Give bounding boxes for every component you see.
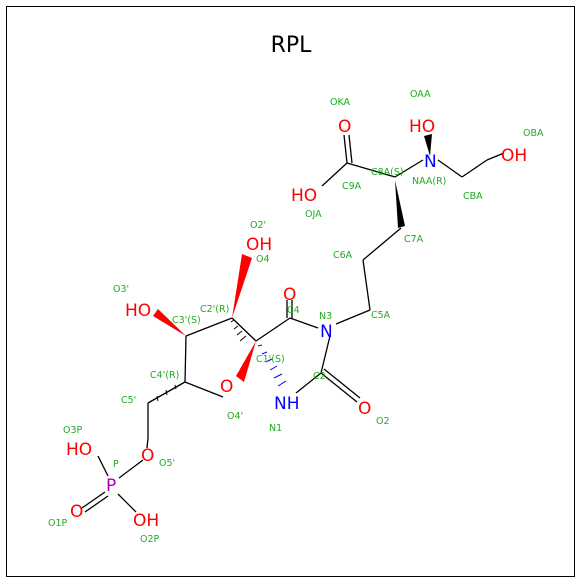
bond-c2-n1 — [295, 372, 322, 394]
bond-c6a-c5a — [362, 259, 371, 311]
atom-o-c4: O — [283, 285, 296, 305]
bond-c1-c2p — [231, 317, 257, 342]
atom-nh-n1: NH — [274, 394, 300, 414]
atom-ho-top: HO — [409, 117, 435, 137]
bond-c9a-oja — [321, 162, 348, 187]
label-o3p-ring: O3' — [113, 284, 129, 295]
wedge-naa-ho — [424, 134, 432, 156]
bond-c2-o2-2 — [323, 368, 361, 399]
atom-oh-o2p: OH — [246, 235, 272, 255]
bond-c8a-c9a — [346, 162, 396, 178]
bond-n3-c2 — [320, 335, 331, 374]
label-c9a: C9A — [342, 181, 362, 192]
atom-n-naa: N — [424, 152, 437, 172]
atom-ho-o3p-ring: HO — [125, 301, 151, 321]
atom-annotations: OKA OAA OBA C8A(S) NAA(R) C9A CBA OJA O2… — [48, 89, 544, 545]
label-o3p: O3P — [63, 425, 83, 436]
label-o4: O4 — [256, 254, 270, 265]
bond-c4p-o4p — [184, 381, 224, 398]
label-c5a: C5A — [371, 310, 391, 321]
atom-ho-o3p: HO — [66, 440, 92, 460]
wedge-c2p-o2p — [232, 254, 252, 318]
atom-o-o5p: O — [141, 446, 154, 466]
label-oja: OJA — [305, 209, 322, 220]
label-oba: OBA — [523, 128, 544, 139]
label-oaa: OAA — [410, 89, 431, 100]
label-oka: OKA — [330, 97, 351, 108]
label-c1p: C1'(S) — [256, 354, 285, 365]
label-c4: C4 — [287, 305, 300, 316]
atom-n-n3: N — [320, 322, 333, 342]
label-o1p: O1P — [48, 518, 68, 529]
atom-o-ring: O — [220, 377, 233, 397]
bond-p-o1p-2 — [84, 495, 109, 513]
stereo-wedges — [153, 134, 432, 402]
bond-c7a-c6a — [362, 227, 402, 261]
bond-naa-cba — [437, 159, 463, 178]
label-n3: N3 — [319, 311, 332, 322]
label-c8a: C8A(S) — [371, 167, 404, 178]
bond-p-o3p — [97, 455, 109, 477]
atom-o-c2: O — [358, 399, 371, 419]
bonds — [81, 134, 505, 513]
atom-oh-oba: OH — [501, 146, 527, 166]
atom-ho-c9a: HO — [291, 186, 317, 206]
hash-c2p-c1p — [230, 319, 247, 342]
hash-c4p-c5p — [156, 384, 177, 402]
label-o2p: O2' — [250, 220, 266, 231]
label-p: P — [113, 459, 119, 470]
bond-c5p-o5p-b — [146, 437, 149, 449]
atom-o-o1p: O — [70, 502, 83, 522]
bond-oba-oh — [486, 152, 505, 161]
atom-oh-o2pp: OH — [133, 511, 159, 531]
diagram-title: RPL — [271, 33, 313, 58]
wedge-c3p-o3p — [153, 309, 186, 336]
label-n1: N1 — [269, 423, 282, 434]
bond-p-o1p-1 — [81, 491, 106, 509]
label-o2pp: O2P — [140, 534, 160, 545]
label-c2p: C2'(R) — [200, 304, 229, 315]
label-c3p: C3'(S) — [172, 315, 201, 326]
label-c5p: C5' — [121, 395, 136, 406]
bond-c2-o2-1 — [320, 372, 358, 403]
label-naa: NAA(R) — [412, 176, 446, 187]
atom-p: P — [106, 476, 116, 496]
bond-c4-c1 — [255, 317, 291, 342]
label-c6a: C6A — [333, 250, 353, 261]
label-cba: CBA — [463, 191, 483, 202]
bond-c5a-n3 — [335, 309, 371, 325]
bond-c2p-c3p — [185, 317, 233, 337]
label-c4p: C4'(R) — [150, 370, 179, 381]
label-c7a: C7A — [404, 234, 424, 245]
bond-naa-c8a — [394, 159, 424, 178]
bond-c3p-c4p — [184, 335, 187, 383]
hash-c1p-n1 — [257, 344, 287, 387]
bond-n3-c4 — [289, 317, 319, 329]
diagram-frame — [6, 6, 575, 577]
wedge-c8a-c7a — [395, 180, 405, 228]
bond-cba-oba — [461, 159, 488, 178]
label-o5p: O5' — [159, 458, 175, 469]
label-c2: C2 — [313, 371, 326, 382]
wedge-c1p-o4p — [236, 341, 256, 382]
atom-o-oka: O — [338, 117, 351, 137]
atom-symbols: HO OH N O HO OH HO O N O NH O O P O OH H… — [66, 117, 527, 531]
label-o4p: O4' — [227, 411, 243, 422]
label-o2: O2 — [376, 416, 390, 427]
bond-c9a-oka-2 — [348, 134, 353, 164]
bond-o5p-p — [118, 459, 144, 479]
bond-c9a-oka-1 — [343, 134, 348, 164]
bond-p-o2p — [117, 493, 137, 513]
